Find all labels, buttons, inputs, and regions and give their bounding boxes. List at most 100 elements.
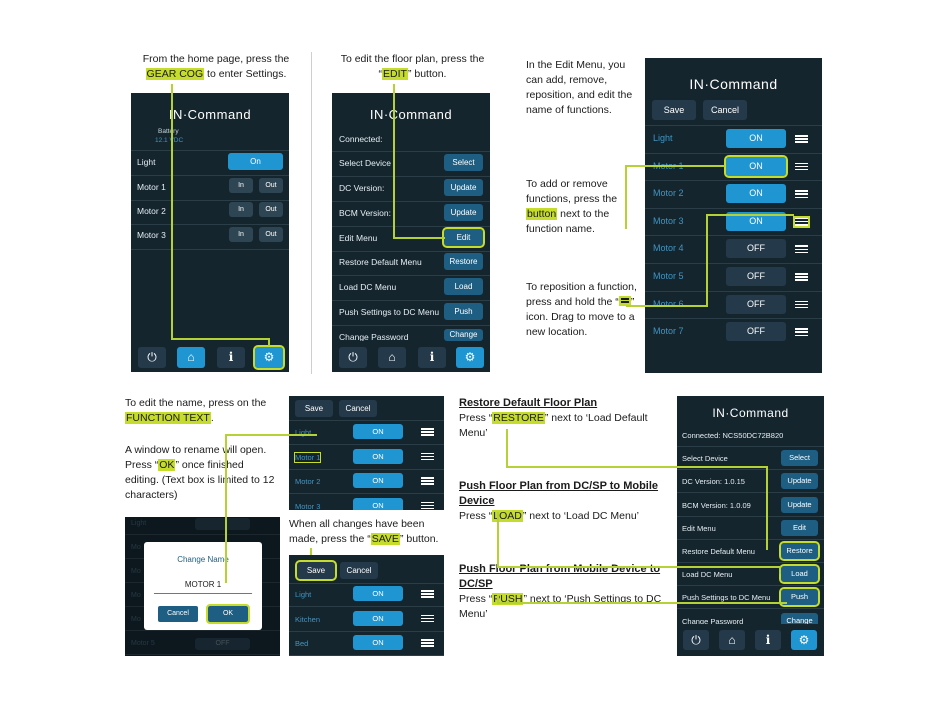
- function-label[interactable]: Light: [295, 590, 312, 599]
- function-label[interactable]: Light: [295, 428, 312, 437]
- hamburger-icon[interactable]: [421, 452, 434, 461]
- cancel-button[interactable]: Cancel: [339, 400, 377, 417]
- function-label[interactable]: Motor 6: [653, 298, 684, 309]
- row-divider: [125, 630, 280, 631]
- hamburger-icon[interactable]: [421, 477, 434, 485]
- function-label[interactable]: Kitchen: [295, 614, 321, 624]
- settings-row-label: Push Settings to DC Menu: [682, 593, 771, 603]
- motor3-in-button[interactable]: In: [229, 227, 253, 242]
- hamburger-icon[interactable]: [421, 590, 434, 598]
- gear-icon[interactable]: ⚙: [456, 347, 484, 368]
- cancel-button[interactable]: Cancel: [703, 100, 747, 120]
- motor2-out-button[interactable]: Out: [259, 202, 283, 217]
- hamburger-icon[interactable]: [421, 639, 434, 647]
- gear-icon[interactable]: ⚙: [253, 345, 285, 370]
- hamburger-icon[interactable]: [421, 501, 434, 510]
- power-icon[interactable]: ⏻: [683, 630, 709, 650]
- note-edit-menu: In the Edit Menu, you can add, remove, r…: [526, 59, 633, 116]
- toggle-off-button[interactable]: OFF: [726, 267, 786, 286]
- motor1-out-button[interactable]: Out: [259, 178, 283, 193]
- motor2-label[interactable]: Motor 2: [137, 206, 166, 216]
- info-icon[interactable]: i: [755, 630, 781, 650]
- rename-dialog: Change Name MOTOR 1 Cancel OK: [144, 542, 262, 630]
- hamburger-icon[interactable]: [795, 273, 808, 281]
- restore-button[interactable]: Restore: [779, 541, 820, 561]
- load-button[interactable]: Load: [444, 278, 483, 295]
- restore-button[interactable]: Restore: [444, 253, 483, 270]
- cancel-button[interactable]: Cancel: [340, 562, 378, 579]
- settings-row-label: Change Password: [339, 332, 409, 342]
- motor3-out-button[interactable]: Out: [259, 227, 283, 242]
- function-label[interactable]: Motor 5: [653, 271, 684, 281]
- brand-logo: IN·Command: [689, 76, 778, 92]
- load-button[interactable]: Load: [779, 564, 820, 585]
- toggle-on-button[interactable]: ON: [724, 154, 788, 178]
- change-button[interactable]: Change: [444, 329, 483, 341]
- hamburger-icon[interactable]: [795, 328, 808, 337]
- hamburger-icon[interactable]: [795, 245, 808, 254]
- function-label[interactable]: Motor 1: [293, 451, 322, 463]
- save-button[interactable]: Save: [295, 400, 333, 417]
- select-button[interactable]: Select: [444, 154, 483, 171]
- push-button[interactable]: Push: [779, 587, 820, 608]
- function-label[interactable]: Motor 4: [653, 243, 684, 254]
- edit-button[interactable]: Edit: [781, 519, 818, 536]
- hamburger-icon[interactable]: [793, 215, 810, 228]
- toggle-off-button[interactable]: OFF: [726, 239, 786, 259]
- update-button[interactable]: Update: [781, 496, 818, 513]
- bcm-update-button[interactable]: Update: [444, 204, 483, 221]
- toggle-on-button[interactable]: ON: [353, 448, 403, 464]
- toggle-on-button[interactable]: ON: [353, 424, 403, 439]
- hamburger-icon[interactable]: [421, 428, 434, 436]
- function-label[interactable]: Light: [653, 133, 673, 143]
- motor3-label[interactable]: Motor 3: [137, 230, 166, 240]
- save-button[interactable]: Save: [652, 100, 696, 120]
- function-label[interactable]: Motor 7: [653, 326, 684, 337]
- ok-button[interactable]: OK: [206, 604, 250, 624]
- function-label[interactable]: Motor 3: [653, 215, 684, 226]
- toggle-on-button[interactable]: ON: [353, 473, 403, 488]
- motor2-in-button[interactable]: In: [229, 202, 253, 217]
- rename-input[interactable]: MOTOR 1: [154, 580, 252, 594]
- toggle-on-button[interactable]: ON: [726, 129, 786, 148]
- toggle-off-button[interactable]: OFF: [726, 294, 786, 314]
- toggle-on-button[interactable]: ON: [353, 497, 403, 510]
- edit-button[interactable]: Edit: [442, 227, 485, 248]
- gear-icon[interactable]: ⚙: [791, 630, 817, 650]
- push-button[interactable]: Push: [444, 303, 483, 320]
- toggle-off-button[interactable]: OFF: [726, 322, 786, 342]
- screen-settings: IN·Command Connected: Select Device Sele…: [332, 93, 490, 372]
- light-on-button[interactable]: On: [228, 153, 283, 170]
- hamburger-icon[interactable]: [795, 190, 808, 199]
- save-button[interactable]: Save: [295, 560, 337, 581]
- function-label[interactable]: Motor 3: [295, 501, 321, 511]
- info-icon[interactable]: i: [418, 347, 446, 368]
- cancel-button[interactable]: Cancel: [158, 606, 198, 622]
- toggle-on-button[interactable]: ON: [353, 586, 403, 601]
- divider-line: [311, 52, 312, 374]
- select-button[interactable]: Select: [781, 450, 818, 467]
- power-icon[interactable]: ⏻: [138, 347, 166, 368]
- hamburger-icon[interactable]: [795, 135, 808, 143]
- hamburger-icon[interactable]: [795, 162, 808, 171]
- update-button[interactable]: Update: [781, 473, 818, 490]
- hamburger-icon[interactable]: [795, 300, 808, 309]
- dc-update-button[interactable]: Update: [444, 179, 483, 196]
- power-icon[interactable]: ⏻: [339, 347, 367, 368]
- toggle-on-button[interactable]: ON: [726, 211, 786, 231]
- function-label[interactable]: Motor 2: [295, 477, 321, 486]
- toggle-on-button[interactable]: ON: [353, 610, 403, 626]
- home-icon[interactable]: ⌂: [378, 347, 406, 368]
- toggle-on-button[interactable]: ON: [726, 184, 786, 204]
- motor1-in-button[interactable]: In: [229, 178, 253, 193]
- hamburger-icon[interactable]: [421, 614, 434, 623]
- home-icon[interactable]: ⌂: [177, 347, 205, 368]
- light-label[interactable]: Light: [137, 157, 156, 167]
- home-icon[interactable]: ⌂: [719, 630, 745, 650]
- motor1-label[interactable]: Motor 1: [137, 182, 166, 192]
- connector-line: [171, 84, 173, 340]
- function-label[interactable]: Bed: [295, 639, 309, 648]
- function-label[interactable]: Motor 2: [653, 188, 684, 199]
- info-icon[interactable]: i: [217, 347, 245, 368]
- toggle-on-button[interactable]: ON: [353, 635, 403, 650]
